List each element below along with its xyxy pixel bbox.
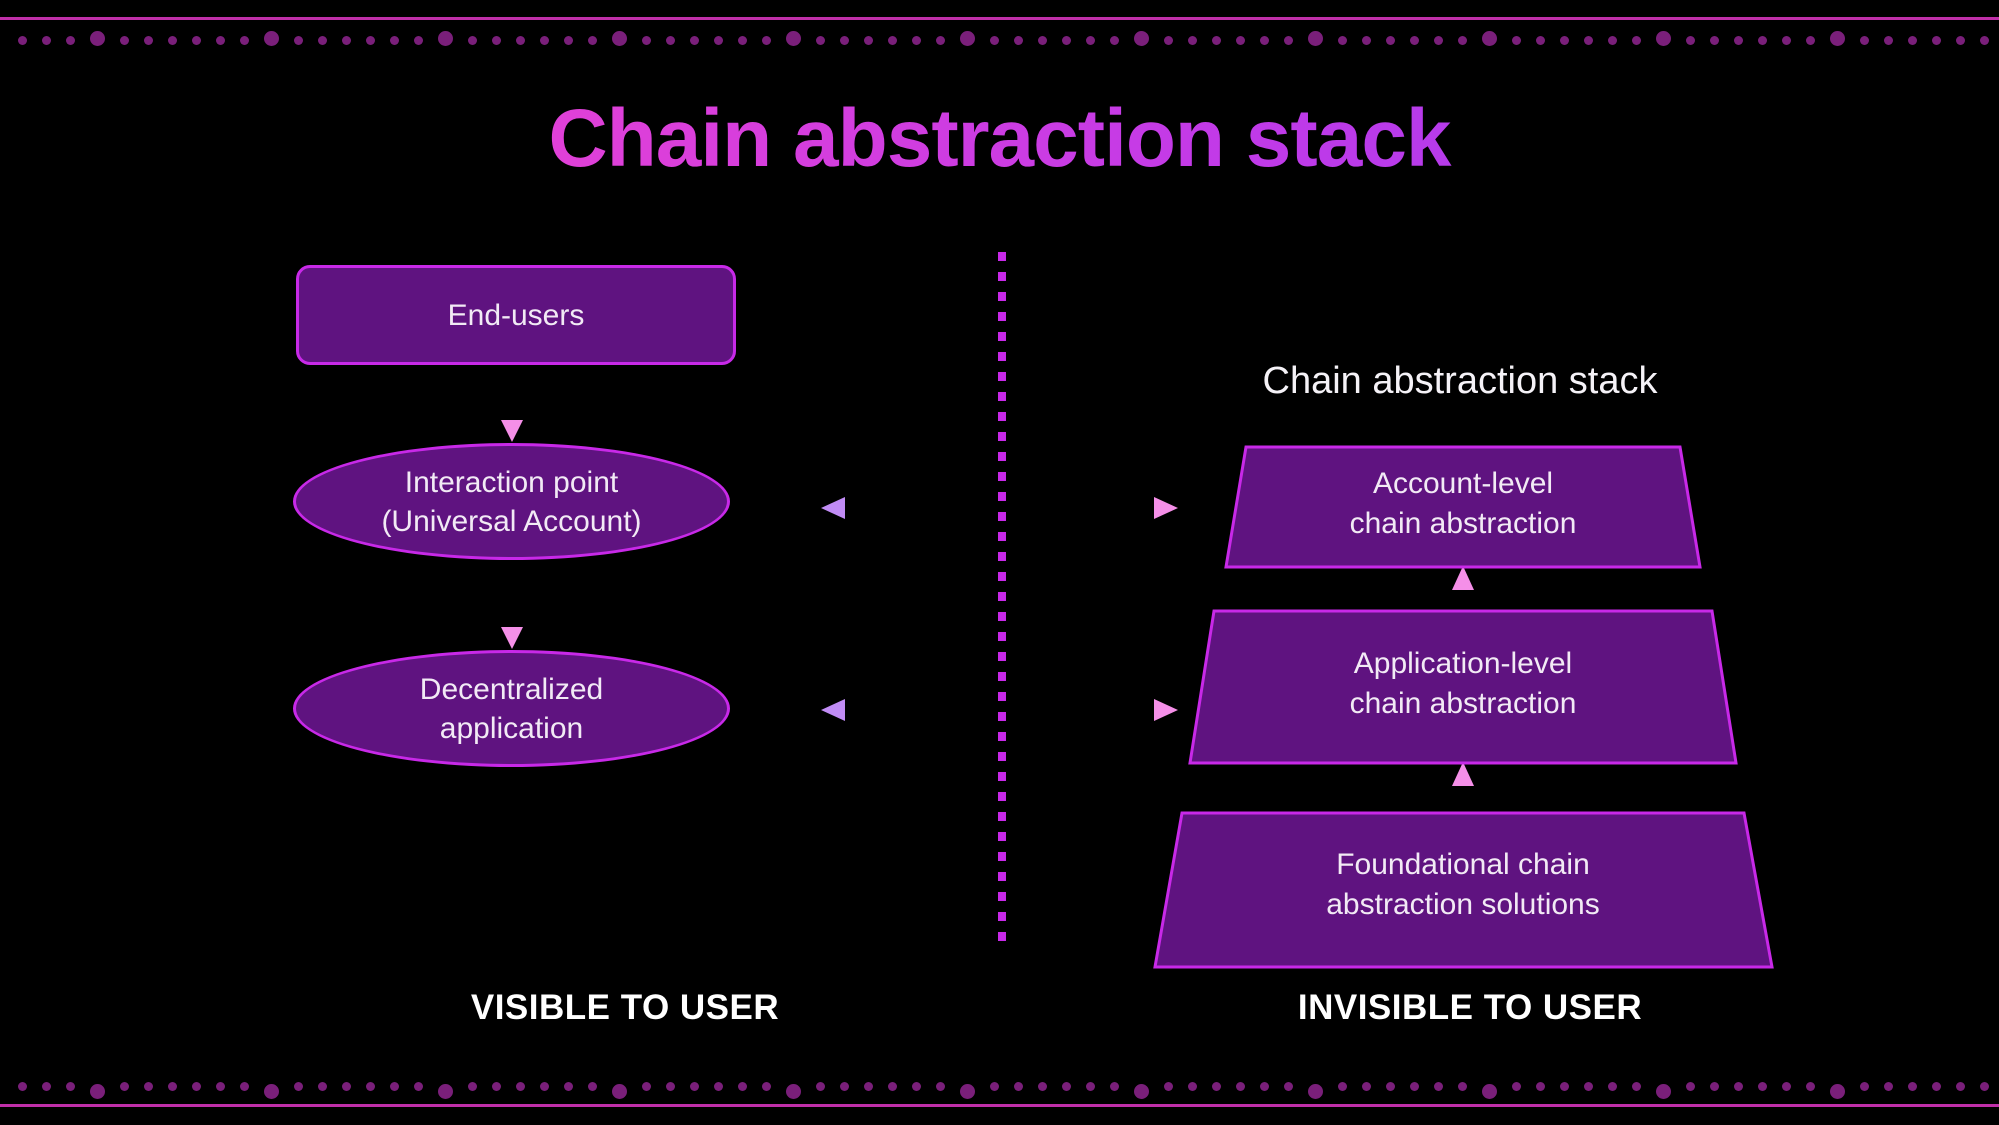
trapezoid-application-level-label: Application-level chain abstraction (1190, 644, 1736, 723)
arrow-interaction-point-to-dapp (501, 562, 523, 649)
node-decentralized-application[interactable]: Decentralized application (293, 650, 730, 767)
account-level-line2: chain abstraction (1349, 506, 1577, 540)
trapezoid-foundational-label: Foundational chain abstraction solutions (1155, 845, 1771, 924)
caption-visible-to-user: VISIBLE TO USER (470, 988, 780, 1027)
account-level-line1: Account-level (1372, 467, 1554, 500)
page-title: Chain abstraction stack (0, 92, 1999, 186)
foundational-line1: Foundational chain (1336, 848, 1590, 881)
bottom-dot-band (0, 1068, 1999, 1102)
node-interaction-point-line2: (Universal Account) (381, 504, 642, 538)
application-level-line2: chain abstraction (1349, 686, 1577, 720)
arrow-end-users-to-interaction-point (501, 366, 523, 442)
top-frame-rule (0, 17, 1999, 20)
bottom-frame-rule (0, 1104, 1999, 1107)
node-interaction-point-line1: Interaction point (404, 465, 619, 499)
node-end-users-label: End-users (447, 298, 585, 332)
node-interaction-point[interactable]: Interaction point (Universal Account) (293, 443, 730, 560)
node-dapp-line1: Decentralized (419, 672, 604, 706)
top-dot-band (0, 22, 1999, 56)
stack-heading: Chain abstraction stack (1262, 360, 1658, 402)
node-end-users[interactable]: End-users (296, 265, 736, 365)
node-dapp-line2: application (439, 711, 584, 745)
caption-invisible-to-user: INVISIBLE TO USER (1297, 988, 1643, 1027)
arrow-foundational-to-application (1452, 762, 1474, 812)
foundational-line2: abstraction solutions (1326, 887, 1600, 921)
trapezoid-account-level-label: Account-level chain abstraction (1224, 464, 1702, 543)
arrow-application-to-account (1452, 566, 1474, 608)
application-level-line1: Application-level (1353, 647, 1573, 680)
dotted-divider (998, 252, 1006, 947)
